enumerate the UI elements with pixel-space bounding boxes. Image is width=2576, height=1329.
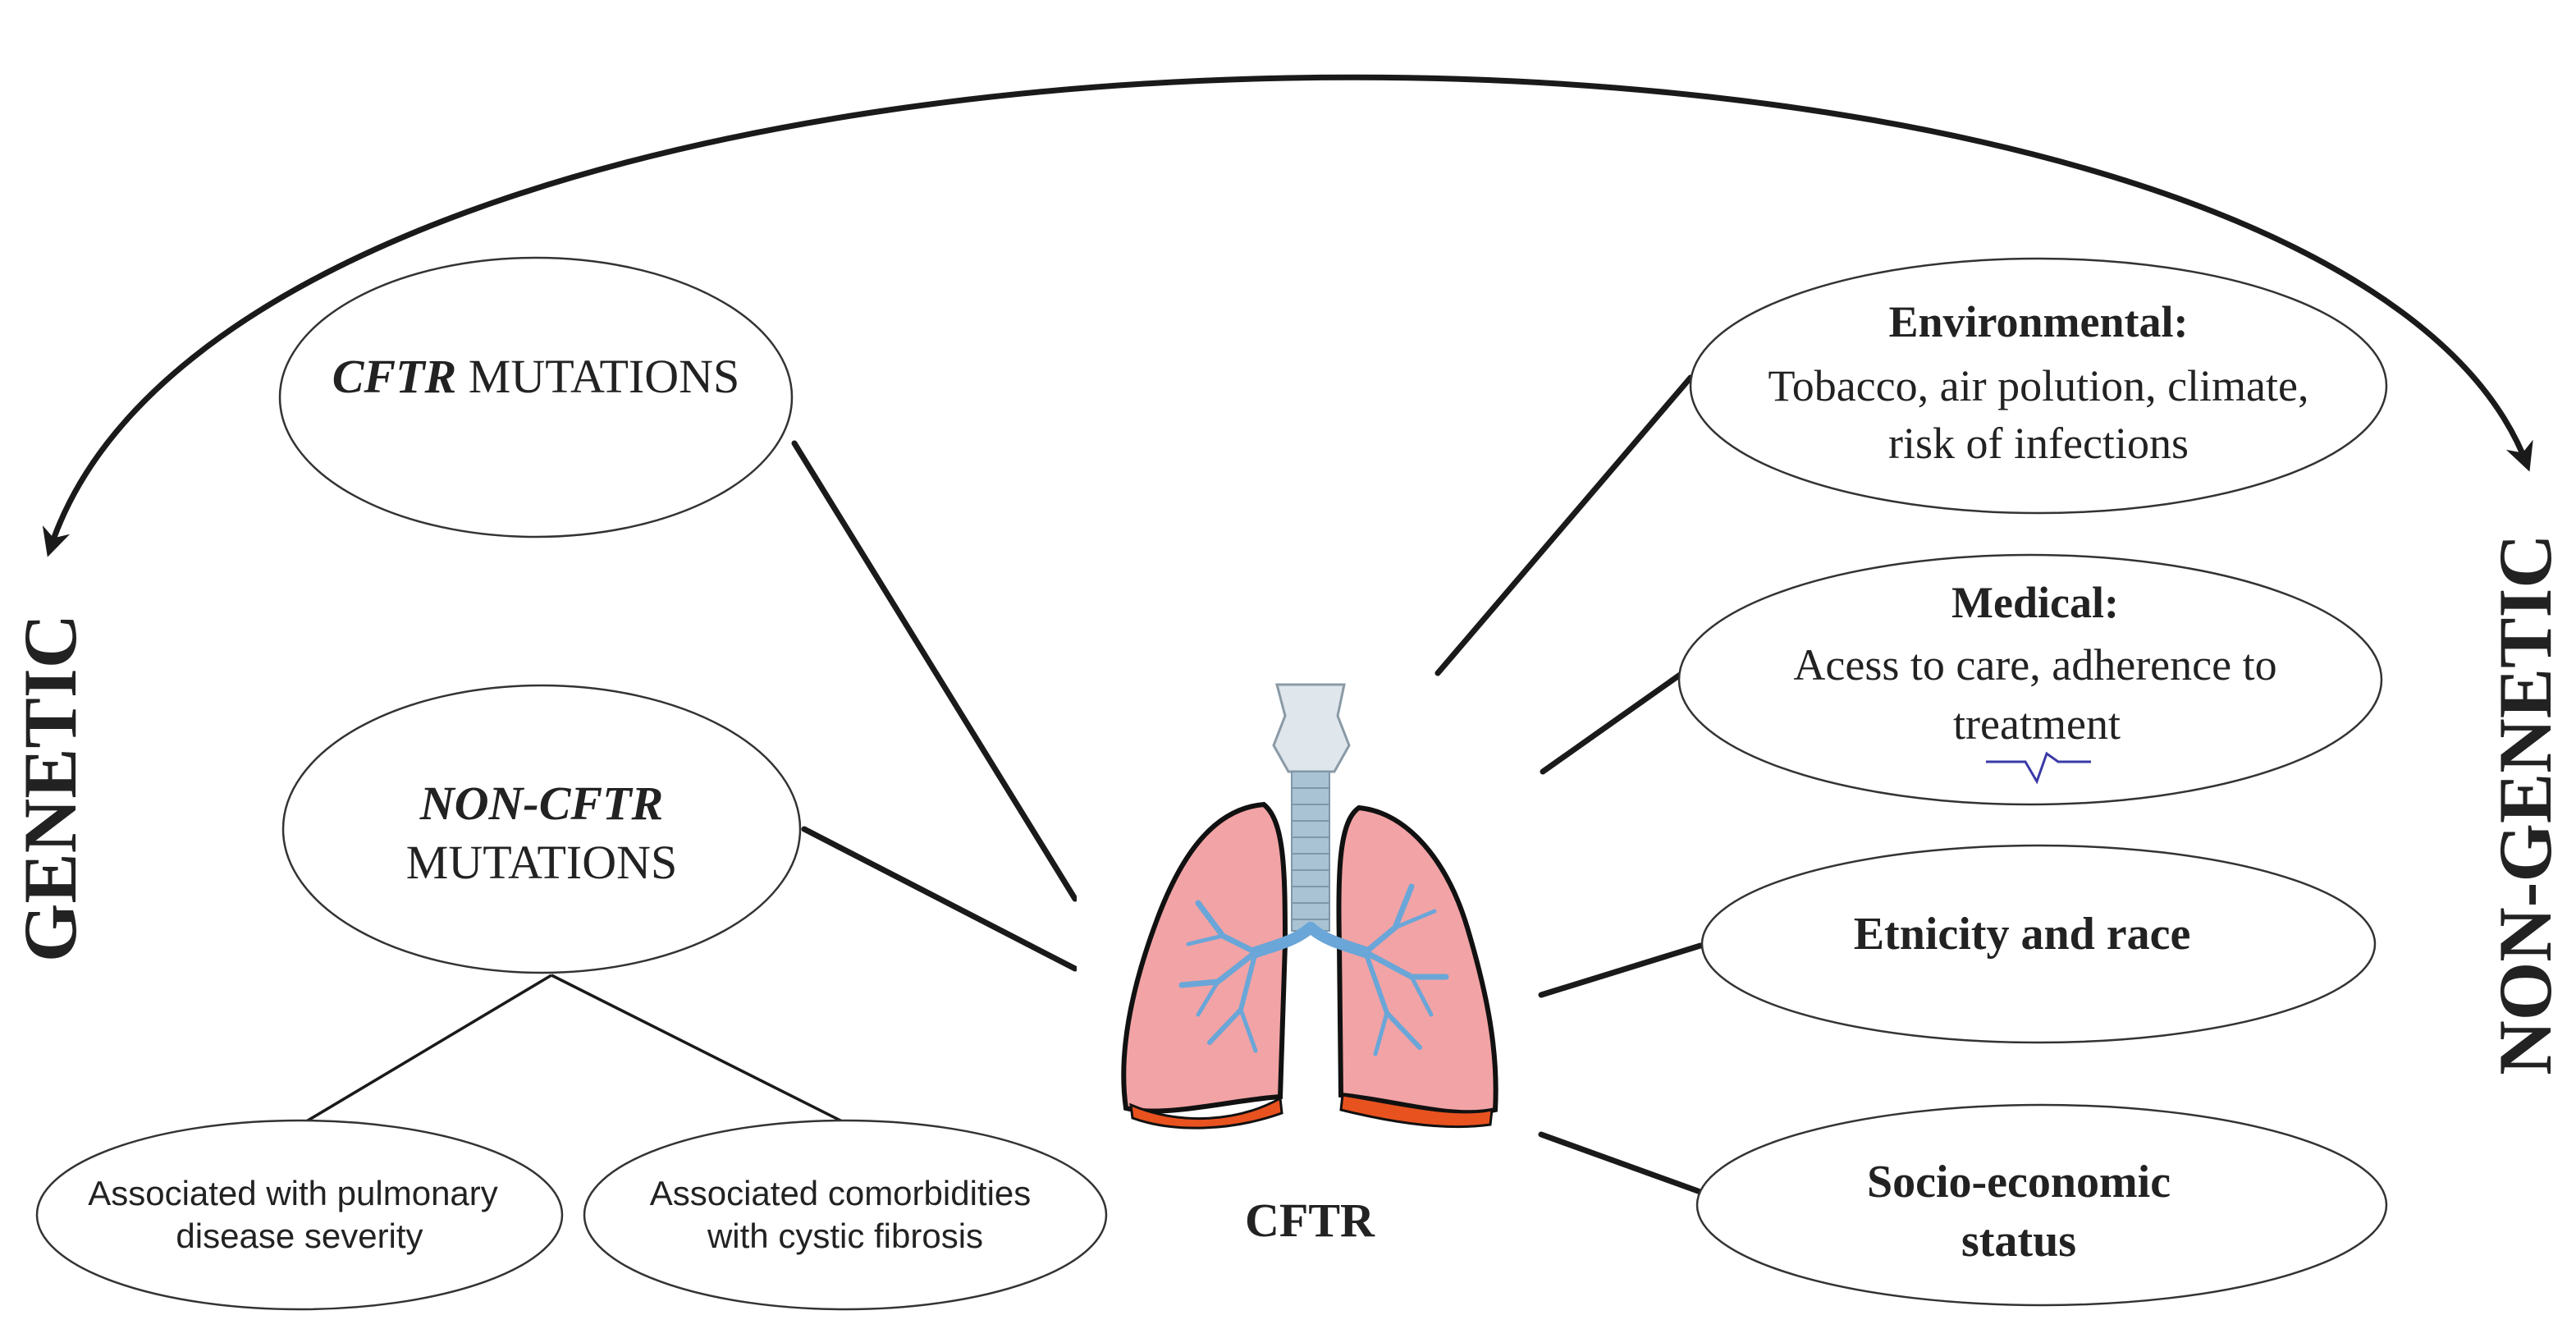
ethnicity-title: Etnicity and race [1854, 909, 2191, 960]
socioeconomic-line2: status [1961, 1216, 2076, 1267]
left-lung-shape [1121, 801, 1288, 1114]
sub-comorbidities-line1: Associated comorbidities [650, 1174, 1032, 1212]
environmental-node: Environmental: Tobacco, air polution, cl… [1689, 257, 2388, 515]
right-lung-shape [1336, 804, 1498, 1116]
non-cftr-mutations-node: NON-CFTR MUTATIONS [281, 684, 802, 974]
sub-pulmonary-line1: Associated with pulmonary [88, 1174, 498, 1212]
environmental-title: Environmental: [1888, 297, 2188, 346]
connector-ethnicity [1538, 942, 1704, 998]
connector-environmental [1434, 374, 1694, 676]
cftr-mutations-italic: CFTR [332, 350, 457, 403]
socioeconomic-title: Socio-economic [1867, 1157, 2171, 1208]
environmental-line1: Tobacco, air polution, climate, [1768, 361, 2309, 410]
connector-socioeconomic [1538, 1131, 1704, 1195]
signature-squiggle [1986, 751, 2091, 785]
lungs-icon [1077, 678, 1533, 1138]
cftr-mutations-rest: MUTATIONS [456, 350, 739, 403]
medical-node: Medical: Acess to care, adherence to tre… [1677, 553, 2383, 806]
non-genetic-label: NON-GENETIC [2483, 534, 2567, 1075]
trachea-shape [1291, 771, 1330, 932]
non-cftr-mutations-line2: MUTATIONS [406, 836, 677, 889]
socioeconomic-node: Socio-economic status [1695, 1103, 2388, 1307]
bronchi-tree [1178, 883, 1449, 1056]
center-label: CFTR [1245, 1194, 1375, 1247]
connector-sub-comorbidities [551, 974, 846, 1125]
right-lung-base [1339, 1093, 1494, 1129]
sub-pulmonary-node: Associated with pulmonary disease severi… [35, 1119, 564, 1311]
genetic-label: GENETIC [8, 614, 92, 962]
svg-text:CFTR MUTATIONS: CFTR MUTATIONS [332, 350, 739, 403]
larynx-shape [1272, 683, 1351, 773]
left-lung-base [1129, 1096, 1283, 1130]
medical-title: Medical: [1951, 578, 2119, 627]
connector-non-cftr-mutations [801, 826, 1078, 972]
medical-line2: treatment [1953, 699, 2121, 749]
connector-cftr-mutations [791, 440, 1078, 902]
cftr-mutations-node: CFTR MUTATIONS [278, 256, 794, 538]
connector-medical [1540, 670, 1686, 775]
non-cftr-mutations-italic: NON-CFTR [419, 777, 663, 830]
sub-comorbidities-node: Associated comorbidities with cystic fib… [583, 1119, 1108, 1311]
sub-pulmonary-line2: disease severity [176, 1217, 423, 1255]
top-arc-arrow [42, 74, 2533, 557]
connector-sub-pulmonary [303, 974, 552, 1125]
environmental-line2: risk of infections [1888, 419, 2189, 468]
sub-comorbidities-line2: with cystic fibrosis [707, 1217, 983, 1255]
medical-line1: Acess to care, adherence to [1793, 640, 2276, 690]
ethnicity-node: Etnicity and race [1700, 844, 2377, 1044]
